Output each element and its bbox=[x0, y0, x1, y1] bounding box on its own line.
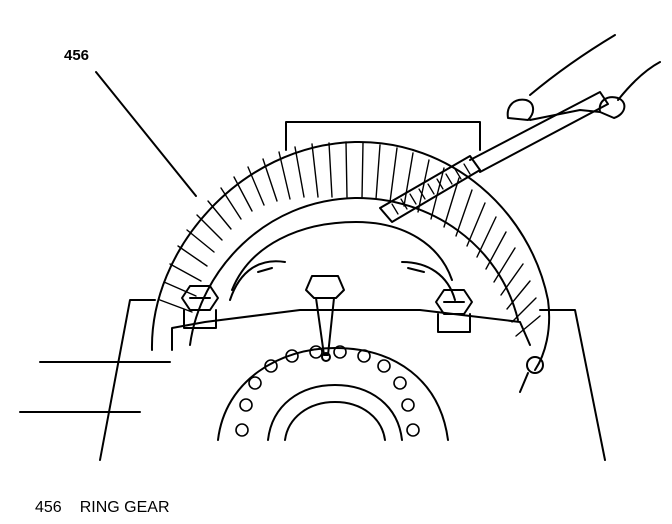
bearing-cap bbox=[229, 260, 456, 301]
legend-number: 456 bbox=[35, 499, 62, 516]
callout-number: 456 bbox=[64, 47, 90, 64]
differential-case bbox=[171, 309, 531, 441]
carrier-housing bbox=[19, 121, 606, 461]
leader-line bbox=[95, 71, 197, 197]
right-bolt bbox=[435, 289, 473, 333]
ring-gear bbox=[150, 140, 551, 371]
left-bolt bbox=[181, 285, 219, 329]
brush bbox=[379, 91, 609, 223]
hand bbox=[506, 34, 661, 121]
center-lock bbox=[305, 275, 345, 362]
side-stud bbox=[519, 356, 544, 393]
legend-label: RING GEAR bbox=[79, 499, 170, 516]
legend: 456 RING GEAR bbox=[35, 499, 170, 517]
